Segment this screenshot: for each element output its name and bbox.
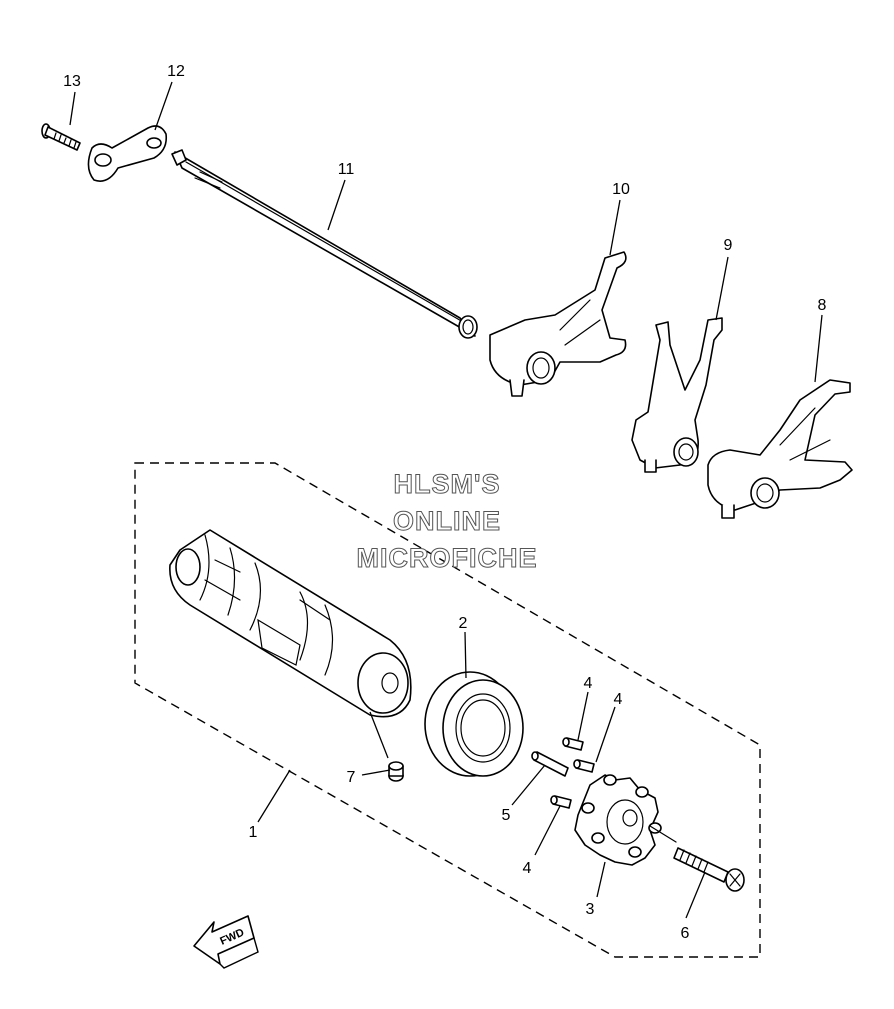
callout-3[interactable]: 3 xyxy=(586,901,595,918)
part-11-shift-shaft[interactable] xyxy=(171,149,478,339)
part-5-pin[interactable] xyxy=(531,751,569,777)
callout-11[interactable]: 11 xyxy=(338,161,355,178)
leader-lines xyxy=(69,81,823,919)
callout-2[interactable]: 2 xyxy=(459,615,468,632)
part-9-shift-fork[interactable] xyxy=(631,317,723,473)
callout-12[interactable]: 12 xyxy=(167,63,185,80)
watermark-line-2: ONLINE xyxy=(393,506,501,536)
part-2-bearing[interactable] xyxy=(424,671,524,777)
callout-13[interactable]: 13 xyxy=(63,73,81,90)
fwd-direction-arrow: FWD xyxy=(193,915,259,969)
callout-4-top[interactable]: 4 xyxy=(584,675,593,692)
callout-4-bottom[interactable]: 4 xyxy=(523,860,532,877)
callout-10[interactable]: 10 xyxy=(612,181,630,198)
watermark: HLSM'S ONLINE MICROFICHE xyxy=(356,469,538,574)
part-12-plate[interactable] xyxy=(87,125,168,182)
part-4-pin-c[interactable] xyxy=(550,795,572,809)
callout-7[interactable]: 7 xyxy=(347,769,356,786)
callout-8[interactable]: 8 xyxy=(818,297,827,314)
callout-labels: 13 12 11 10 9 8 2 4 4 7 5 1 4 3 6 xyxy=(63,63,826,942)
part-6-screw[interactable] xyxy=(649,825,745,892)
part-7-bolt[interactable] xyxy=(388,761,404,782)
callout-1[interactable]: 1 xyxy=(249,824,258,841)
callout-9[interactable]: 9 xyxy=(724,237,733,254)
watermark-line-1: HLSM'S xyxy=(394,469,501,499)
callout-5[interactable]: 5 xyxy=(502,807,511,824)
assembly-boundary xyxy=(134,462,761,958)
callout-6[interactable]: 6 xyxy=(681,925,690,942)
part-4-pin-a[interactable] xyxy=(562,737,584,751)
part-1-shift-drum[interactable] xyxy=(169,529,412,718)
part-4-pin-b[interactable] xyxy=(573,759,595,773)
part-13-screw[interactable] xyxy=(41,123,81,151)
part-8-shift-fork[interactable] xyxy=(707,379,853,519)
part-10-shift-fork[interactable] xyxy=(489,251,627,397)
callout-4-right[interactable]: 4 xyxy=(614,691,623,708)
part-3-segment[interactable] xyxy=(574,774,662,866)
watermark-line-3: MICROFICHE xyxy=(357,543,538,573)
